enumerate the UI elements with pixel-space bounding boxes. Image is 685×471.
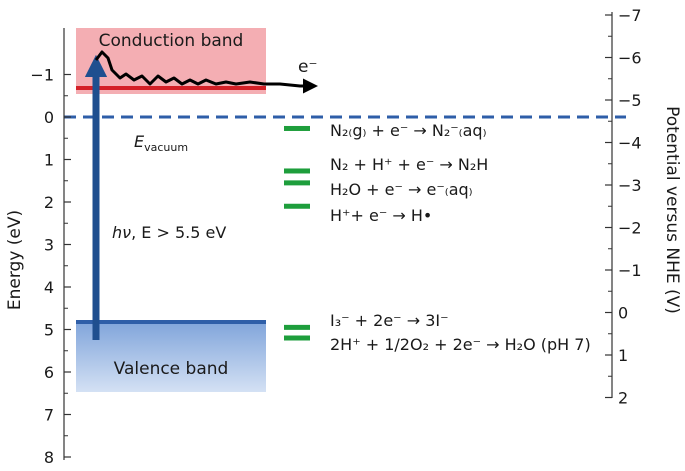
- left-tick-label: 0: [44, 108, 54, 127]
- left-tick-label: 3: [44, 236, 54, 255]
- valence-band-box: [76, 320, 266, 392]
- right-tick-label: 1: [618, 346, 628, 365]
- left-tick-label: 6: [44, 363, 54, 382]
- right-axis-title: Potential versus NHE (V): [662, 106, 682, 314]
- electron-trajectory: [94, 50, 318, 94]
- left-tick-label: 4: [44, 278, 54, 297]
- left-tick-label: 8: [44, 448, 54, 467]
- redox-equation: H₂O + e⁻ → e⁻₍aq₎: [330, 180, 473, 199]
- right-axis-ticks: −7 −6 −5 −4 −3 −2 −1 0 1 2: [605, 6, 642, 408]
- left-tick-label: −1: [30, 66, 54, 85]
- valence-band-edge: [76, 320, 266, 324]
- electron-label: e⁻: [298, 57, 317, 77]
- vacuum-label: Evacuum: [134, 132, 188, 154]
- redox-equation: N₂ + H⁺ + e⁻ → N₂H: [330, 155, 488, 174]
- right-tick-label: −2: [618, 219, 642, 238]
- left-tick-label: 7: [44, 406, 54, 425]
- right-tick-label: −4: [618, 134, 642, 153]
- redox-level-marker: [284, 168, 310, 174]
- conduction-band-edge: [76, 86, 266, 90]
- right-tick-label: 2: [618, 389, 628, 408]
- right-tick-label: −5: [618, 91, 642, 110]
- excitation-label: hν, E > 5.5 eV: [112, 223, 226, 242]
- redox-levels: N₂₍g₎ + e⁻ → N₂⁻₍aq₎ N₂ + H⁺ + e⁻ → N₂H H₂…: [284, 121, 591, 354]
- redox-equation: I₃⁻ + 2e⁻ → 3I⁻: [330, 311, 449, 330]
- redox-level-marker: [284, 180, 310, 186]
- redox-equation: 2H⁺ + 1/2O₂ + 2e⁻ → H₂O (pH 7): [330, 335, 591, 354]
- redox-level-marker: [284, 125, 310, 131]
- left-tick-label: 5: [44, 321, 54, 340]
- left-axis-title: Energy (eV): [5, 210, 25, 310]
- conduction-band-label: Conduction band: [99, 31, 244, 51]
- valence-band-label: Valence band: [114, 359, 229, 379]
- redox-equation: H⁺+ e⁻ → H•: [330, 206, 432, 225]
- redox-level-marker: [284, 335, 310, 341]
- left-tick-label: 2: [44, 193, 54, 212]
- redox-level-marker: [284, 324, 310, 330]
- right-tick-label: −1: [618, 261, 642, 280]
- right-tick-label: −6: [618, 49, 642, 68]
- left-tick-label: 1: [44, 151, 54, 170]
- right-tick-label: −7: [618, 6, 642, 25]
- redox-equation: N₂₍g₎ + e⁻ → N₂⁻₍aq₎: [330, 121, 487, 140]
- right-tick-label: −3: [618, 176, 642, 195]
- right-tick-label: 0: [618, 304, 628, 323]
- left-axis-ticks: −1 0 1 2 3 4 5 6 7 8: [30, 66, 71, 467]
- redox-level-marker: [284, 203, 310, 209]
